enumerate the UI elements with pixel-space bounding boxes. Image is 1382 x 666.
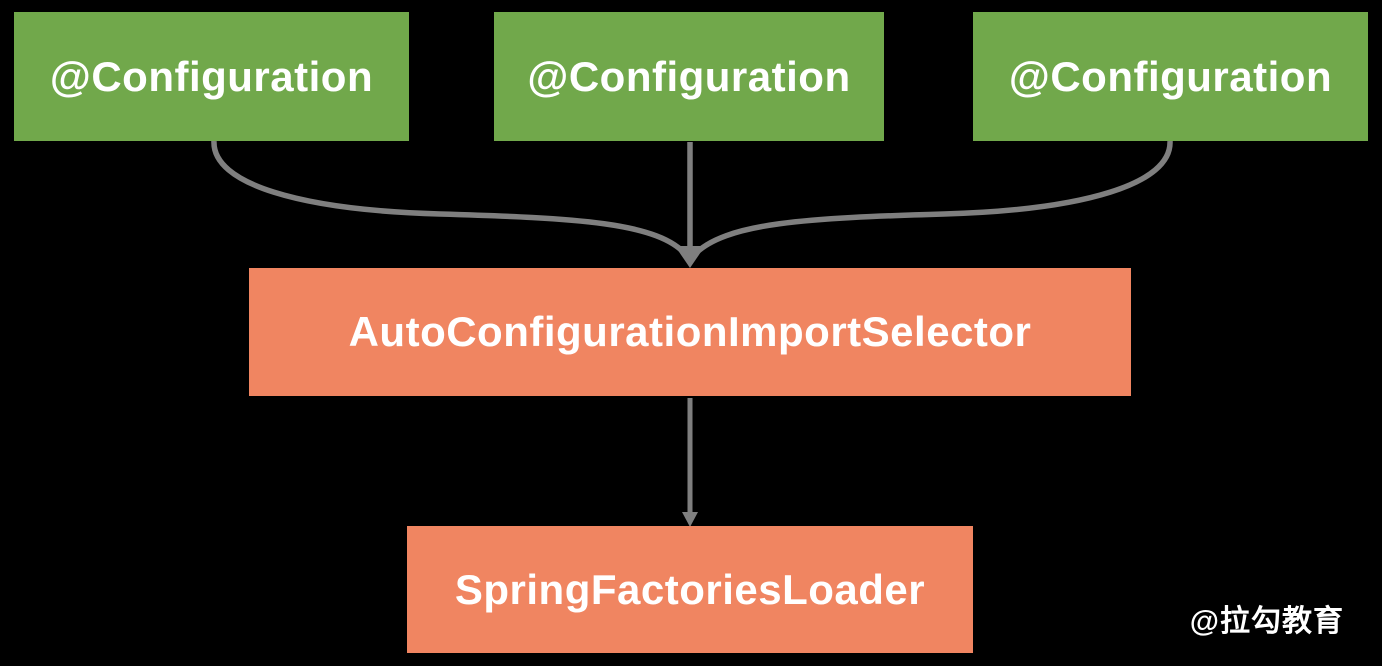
arrowhead-into-selector (675, 246, 705, 268)
node-configuration-2: @Configuration (494, 12, 884, 141)
arrow-config1-to-selector (211, 140, 690, 258)
node-spring-factories-loader: SpringFactoriesLoader (407, 526, 973, 653)
arrow-config3-to-selector (690, 140, 1173, 258)
node-configuration-3: @Configuration (973, 12, 1368, 141)
node-configuration-1: @Configuration (14, 12, 409, 141)
watermark-lagou-education: @拉勾教育 (1189, 605, 1344, 638)
arrowhead-into-loader (682, 512, 698, 527)
node-auto-configuration-import-selector: AutoConfigurationImportSelector (249, 268, 1131, 396)
